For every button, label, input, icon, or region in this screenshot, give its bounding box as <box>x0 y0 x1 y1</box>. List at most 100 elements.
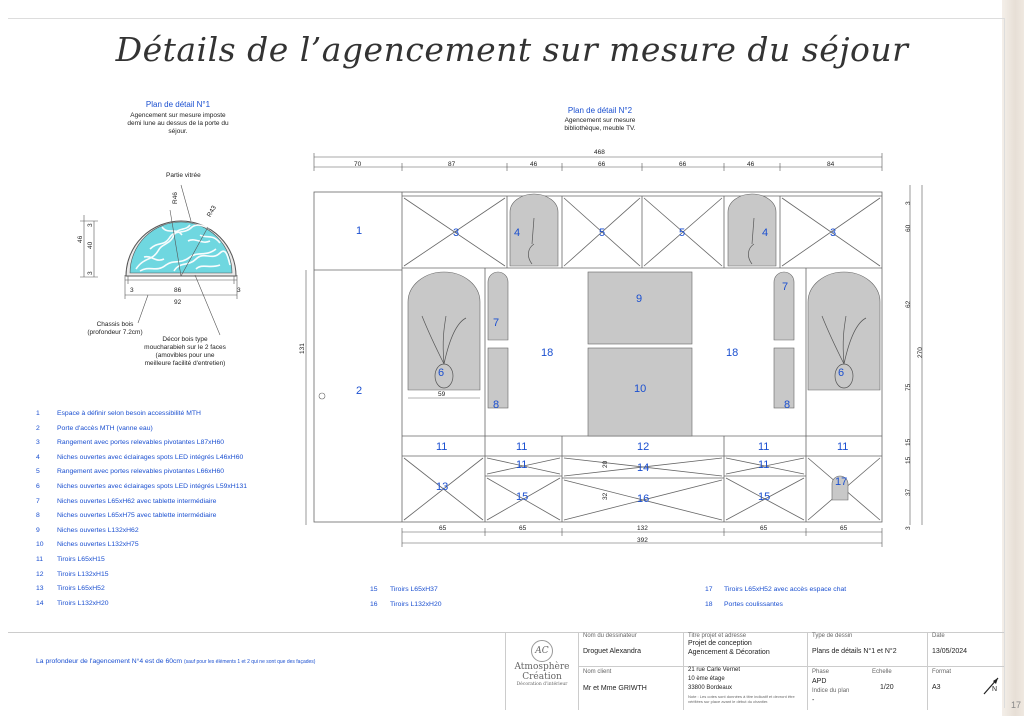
cartouche-top-rule <box>8 632 1004 633</box>
legend-number: 18 <box>705 600 713 608</box>
niche-9 <box>587 271 693 345</box>
detail2-elevation: 468 70 87 46 66 66 46 84 65 65 132 65 65… <box>299 149 924 547</box>
element-18-left: 18 <box>541 347 553 359</box>
dim-top-0: 70 <box>354 161 362 168</box>
element-3-left: 3 <box>453 227 459 239</box>
client: Mr et Mme GRIWTH <box>583 685 647 692</box>
footnote: La profondeur de l'agencement N°4 est de… <box>36 658 316 665</box>
north-arrow-icon: N <box>983 677 999 695</box>
legend-text: Niches ouvertes L132xH75 <box>57 541 139 549</box>
legend-number: 11 <box>36 556 44 563</box>
phase: APD <box>812 678 827 685</box>
index-label: Indice du plan <box>812 688 850 694</box>
dim-h-inner: 40 <box>87 241 94 249</box>
legend-number: 17 <box>705 586 713 593</box>
element-3-right: 3 <box>830 227 836 239</box>
dim-top-1: 87 <box>448 161 456 168</box>
element-11-f: 11 <box>758 459 769 471</box>
legend-text: Tiroirs L65xH37 <box>390 586 438 593</box>
dim-right-0: 3 <box>905 201 912 205</box>
drawing-type: Plans de détails N°1 et N°2 <box>812 648 897 655</box>
label-decor: Décor bois type moucharabieh sur le 2 fa… <box>144 336 226 367</box>
format-label: Format <box>932 669 952 675</box>
dim-right-5: 15 <box>905 456 912 464</box>
legend-text: Portes coulissantes <box>724 600 783 608</box>
legend-text: Niches ouvertes avec éclairages spots LE… <box>57 453 244 461</box>
legend-number: 7 <box>36 497 40 505</box>
legend-number: 1 <box>36 410 40 417</box>
element-5-left: 5 <box>599 227 605 239</box>
legend-text: Niches ouvertes avec éclairages spots LE… <box>57 483 248 490</box>
legend-text: Tiroirs L132xH15 <box>57 570 109 578</box>
scale: 1/20 <box>880 684 894 691</box>
dim-right-2: 62 <box>905 300 912 308</box>
legend-text: Rangement avec portes relevables pivotan… <box>57 439 225 447</box>
niche-4-right <box>727 193 777 267</box>
legend-text: Niches ouvertes L65xH75 avec tablette in… <box>57 512 217 520</box>
legend-text: Porte d'accès MTH (vanne eau) <box>57 424 153 432</box>
dim-right-4: 15 <box>905 438 912 446</box>
legend-text: Tiroirs L132xH20 <box>390 600 442 608</box>
detail2-description: Agencement sur mesure bibliothèque, meub… <box>564 117 636 132</box>
detail1-heading: Plan de détail N°1 <box>145 100 211 109</box>
legend-number: 13 <box>36 585 44 593</box>
cat-door <box>831 475 849 501</box>
dim-top-3: 66 <box>598 161 606 168</box>
element-4-right: 4 <box>762 227 768 239</box>
dim-total-bottom: 392 <box>637 537 648 544</box>
legend-text: Niches ouvertes L65xH62 avec tablette in… <box>57 497 217 505</box>
dim-top-4: 66 <box>679 161 687 168</box>
project-label: Titre projet et adresse <box>688 633 747 639</box>
dim-top-6: 84 <box>827 161 835 168</box>
dim-bottom-0: 65 <box>439 525 447 532</box>
element-15-right: 15 <box>758 491 770 503</box>
legend-number: 14 <box>36 599 44 607</box>
dim-right-6: 37 <box>905 488 912 496</box>
detail1-description: Agencement sur mesure imposte demi lune … <box>127 112 229 135</box>
element-6-left: 6 <box>438 367 444 379</box>
element-7-right: 7 <box>782 281 788 293</box>
legend-text: Tiroirs L132xH20 <box>57 599 109 607</box>
project-line1: Projet de conception <box>688 640 752 647</box>
legend-number: 8 <box>36 512 40 520</box>
dim-bottom-2: 132 <box>637 525 648 532</box>
legend-number: 3 <box>36 439 40 447</box>
element-4-left: 4 <box>514 227 520 239</box>
element-2: 2 <box>356 385 362 397</box>
logo-line2: Création <box>522 672 562 682</box>
detail2-heading: Plan de détail N°2 <box>567 106 633 115</box>
element-15-left: 15 <box>516 491 528 503</box>
decorative-border <box>1002 0 1024 716</box>
dim-left: 131 <box>299 343 306 354</box>
dim-w-total: 92 <box>174 299 182 306</box>
legend-number: 4 <box>36 453 40 461</box>
dim-right-3: 75 <box>905 383 912 391</box>
element-11-d: 11 <box>837 441 848 453</box>
element-8-left: 8 <box>493 399 499 411</box>
designer-label: Nom du dessinateur <box>583 633 637 639</box>
label-frame: Chassis bois (profondeur 7.2cm) <box>87 321 143 336</box>
dim-right-7: 3 <box>905 526 912 530</box>
legend-number: 15 <box>370 586 378 593</box>
note: Note : Les cotes sont données à titre in… <box>688 694 795 704</box>
element-11-c: 11 <box>758 441 769 453</box>
format: A3 <box>932 684 941 691</box>
svg-text:N: N <box>992 686 997 693</box>
element-13: 13 <box>436 481 448 493</box>
legend-number: 16 <box>370 600 378 608</box>
element-8-right: 8 <box>784 399 790 411</box>
logo-line1: Atmosphère <box>514 662 570 672</box>
logo: AC Atmosphère Création Décoration d'inté… <box>508 640 576 687</box>
element-1: 1 <box>356 225 362 237</box>
designer: Droguet Alexandra <box>583 648 641 655</box>
page-number: 17 <box>1010 700 1021 710</box>
legend-text: Tiroirs L65xH52 avec accès espace chat <box>724 586 847 593</box>
type-label: Type de dessin <box>812 633 853 639</box>
element-11-b: 11 <box>516 441 527 453</box>
index: - <box>812 697 815 704</box>
element-17: 17 <box>835 476 847 488</box>
address1: 21 rue Carle Vernet <box>688 667 741 673</box>
glass-pane <box>129 221 233 274</box>
legend-text: Niches ouvertes L132xH62 <box>57 526 139 534</box>
dim-bottom-3: 65 <box>760 525 768 532</box>
